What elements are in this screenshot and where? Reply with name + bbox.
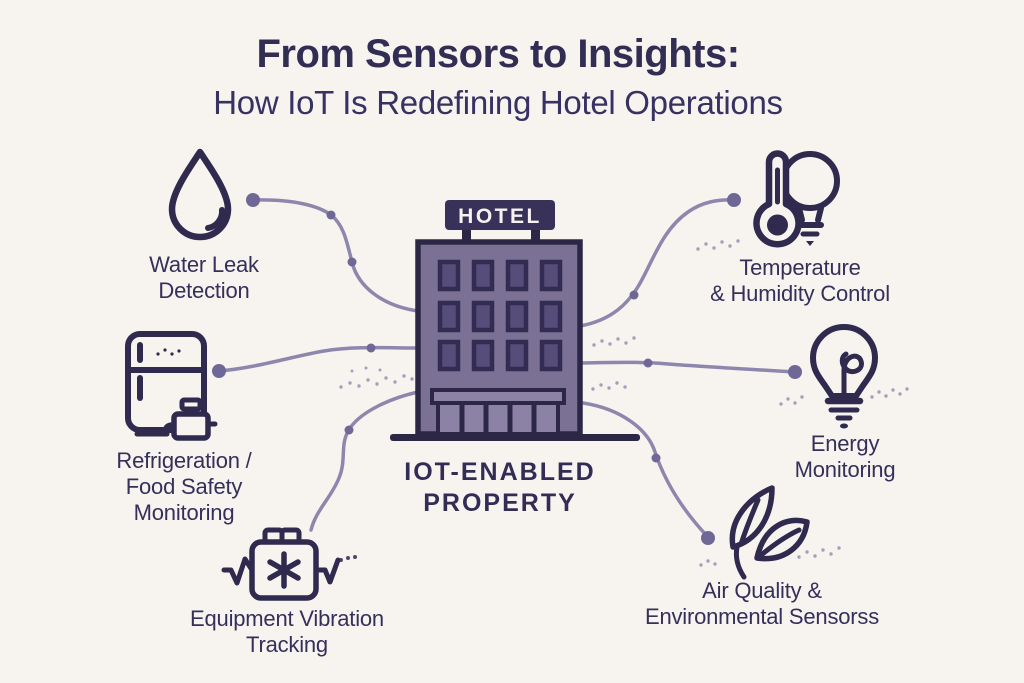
- decorative-speckles: [339, 239, 909, 567]
- title-line-2: How IoT Is Redefining Hotel Operations: [213, 84, 783, 121]
- page-title: From Sensors to Insights: How IoT Is Red…: [0, 32, 1010, 121]
- connector-vibration: [309, 390, 420, 532]
- leaves-icon: [729, 485, 810, 580]
- feature-label-air-quality: Air Quality & Environmental Sensorss: [644, 578, 880, 629]
- feature-label-vibration: Equipment Vibration Tracking: [190, 606, 384, 657]
- connector-air-quality: [581, 401, 709, 538]
- connector-refrigeration: [217, 345, 420, 373]
- vibration-trail-dots: [339, 555, 357, 562]
- building-entrance: [430, 388, 566, 436]
- vibration-sensor-icon: [221, 527, 357, 601]
- feature-label-refrigeration: Refrigeration / Food Safety Monitoring: [116, 448, 252, 525]
- feature-label-temperature: Temperature & Humidity Control: [710, 255, 890, 306]
- connector-temperature: [578, 198, 736, 328]
- refrigerator-icon: [125, 331, 218, 441]
- hotel-sign-text: HOTEL: [458, 205, 542, 228]
- hotel-sign: HOTEL: [445, 200, 555, 243]
- building-caption: IOT-ENABLED PROPERTY: [404, 458, 596, 518]
- building-base-line: [390, 434, 640, 441]
- connector-water-leak: [251, 198, 420, 313]
- refrigerator-sparkle-dots: [156, 348, 181, 356]
- water-drop-icon: [168, 148, 232, 241]
- building-windows: [437, 259, 563, 372]
- title-line-1: From Sensors to Insights:: [256, 32, 740, 76]
- feature-label-water-leak: Water Leak Detection: [149, 252, 259, 303]
- hotel-building-illustration: HOTEL: [390, 200, 640, 441]
- light-bulb-icon: [810, 324, 878, 429]
- connector-dots: [212, 193, 802, 545]
- connector-energy: [580, 360, 797, 374]
- thermometer-bulb-icon: [753, 150, 840, 248]
- feature-label-energy: Energy Monitoring: [794, 431, 896, 482]
